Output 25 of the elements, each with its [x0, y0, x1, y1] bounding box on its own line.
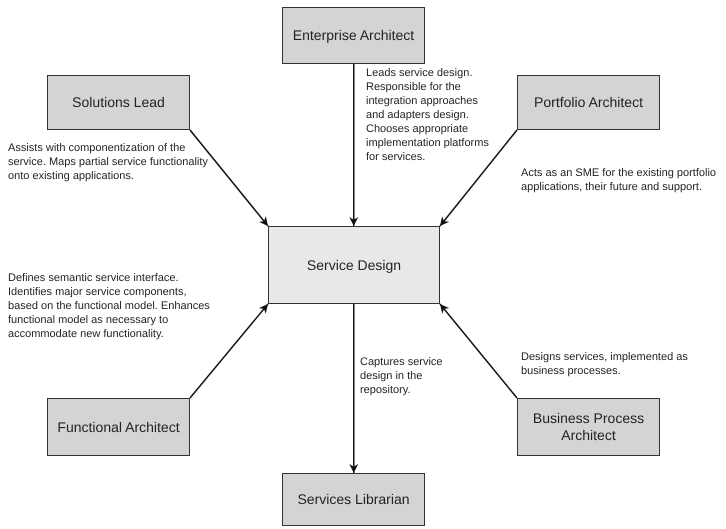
- arrow: [439, 130, 518, 226]
- role-box: [47, 398, 190, 456]
- role-box: [282, 473, 425, 526]
- arrow: [189, 304, 269, 398]
- role-description: Defines semantic service interface. Identifies major service components, based on the functional model. Enhances functional model as necessary to accommodate new functionality.: [8, 271, 211, 341]
- role-box: [517, 75, 660, 130]
- role-description: Acts as an SME for the existing portfolio applications, their future and support.: [521, 166, 718, 194]
- role-box: [47, 75, 190, 130]
- role-box: [282, 7, 425, 64]
- role-name: Services Librarian: [297, 491, 410, 508]
- role-name: Solutions Lead: [72, 94, 165, 111]
- role-box: [517, 398, 660, 456]
- role-name: Portfolio Architect: [534, 94, 643, 111]
- arrow: [349, 304, 358, 473]
- role-box: [268, 226, 440, 304]
- arrow: [349, 64, 358, 226]
- role-name: Enterprise Architect: [292, 27, 414, 44]
- role-name: Business Process Architect: [532, 410, 646, 444]
- role-name: Service Design: [306, 256, 402, 274]
- role-name: Functional Architect: [57, 418, 180, 436]
- role-description: Designs services, implemented as business processes.: [521, 350, 689, 378]
- arrow: [189, 130, 269, 226]
- role-description: Leads service design. Responsible for the integration approaches and adapters design. Chooses appropriate implementation platforms for services.: [366, 66, 490, 164]
- arrow: [439, 304, 518, 398]
- role-description: Assists with componentization of the service. Maps partial service functionality onto existing applications.: [8, 141, 209, 183]
